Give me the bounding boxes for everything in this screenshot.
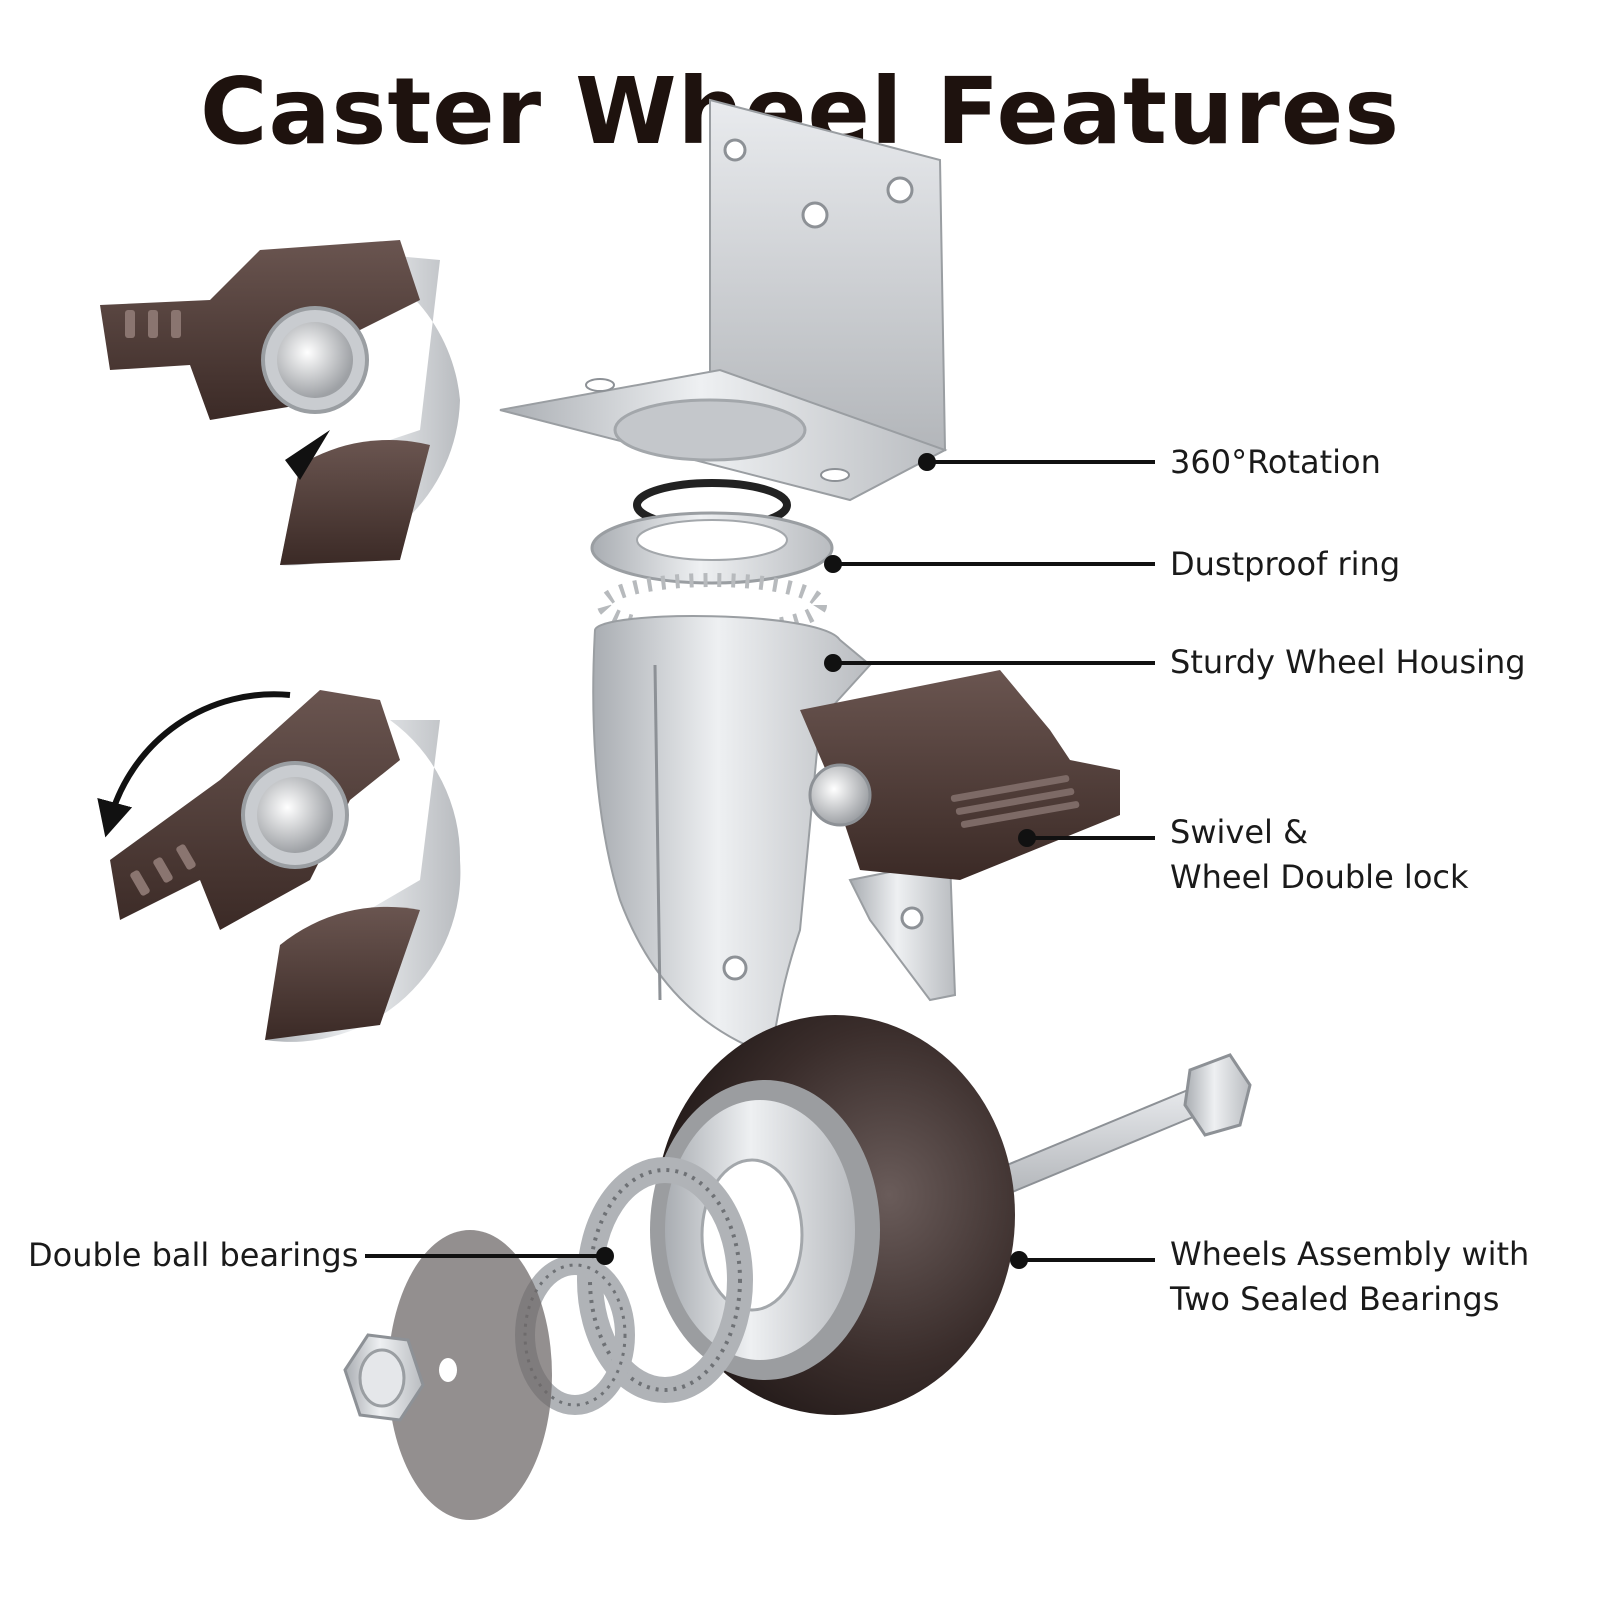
label-double-lock-line2: Wheel Double lock <box>1170 858 1469 896</box>
axle-bolt <box>993 1053 1252 1197</box>
label-360-rotation: 360°Rotation <box>1170 443 1381 481</box>
washer-and-nut <box>343 1230 552 1520</box>
label-wheel-assembly-line2: Two Sealed Bearings <box>1170 1280 1500 1318</box>
label-wheel-housing: Sturdy Wheel Housing <box>1170 643 1526 681</box>
label-wheel-assembly-line1: Wheels Assembly with <box>1170 1235 1530 1273</box>
mounting-plate <box>499 98 948 502</box>
label-double-lock-line1: Swivel & <box>1170 813 1309 851</box>
label-double-ball-bearings: Double ball bearings <box>28 1236 359 1274</box>
dustproof-ring <box>590 479 834 585</box>
brake-closeup-top <box>100 240 460 566</box>
leader-lines <box>365 453 1155 1269</box>
wheel-housing <box>592 615 957 1057</box>
brake-closeup-bottom <box>97 690 461 1042</box>
brake-pedal <box>800 670 1120 880</box>
label-dustproof-ring: Dustproof ring <box>1170 545 1401 583</box>
